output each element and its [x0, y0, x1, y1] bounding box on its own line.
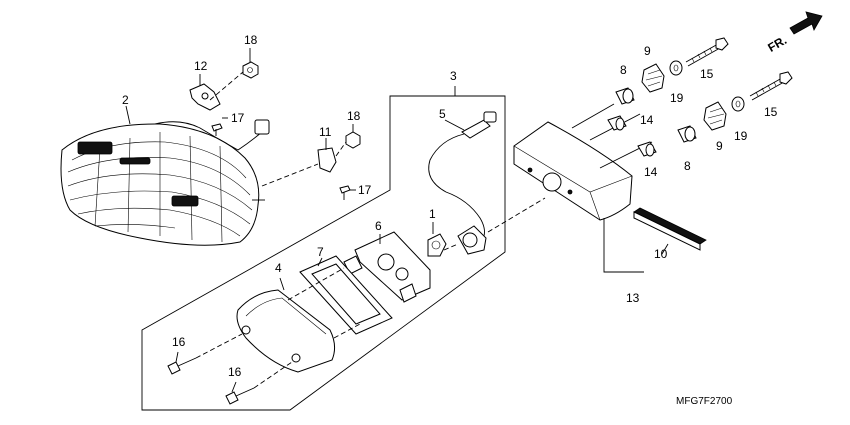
- wire-harness-5: [428, 111, 497, 237]
- callout-15-upper: 15: [700, 67, 714, 81]
- callout-2: 2: [122, 93, 129, 107]
- callout-11: 11: [319, 125, 332, 139]
- callout-6: 6: [375, 219, 382, 233]
- bulb-1: [427, 222, 447, 257]
- callout-16-upper: 16: [172, 335, 186, 349]
- nut-18-middle: [335, 124, 361, 157]
- washer-19-upper: [669, 60, 683, 76]
- callout-16-lower: 16: [228, 365, 242, 379]
- callout-7: 7: [317, 245, 324, 259]
- assembly-3-frame: [141, 86, 506, 411]
- callout-1: 1: [429, 207, 436, 221]
- drawing-code: MFG7F2700: [676, 396, 733, 407]
- callout-4: 4: [275, 261, 282, 275]
- callout-5: 5: [439, 107, 446, 121]
- callout-9-upper: 9: [644, 44, 651, 58]
- collar-14-upper: [607, 115, 627, 131]
- callout-8-lower: 8: [684, 159, 691, 173]
- callout-19-lower: 19: [734, 129, 748, 143]
- callout-17-middle: 17: [358, 183, 372, 197]
- callout-labels: 18 12 2 17 11 18 17 3 5 1 6 7 4 16 16 8 …: [122, 33, 789, 407]
- screw-17-middle: [339, 185, 356, 200]
- collar-14-lower: [637, 141, 657, 157]
- lens-cover-4: [236, 277, 336, 373]
- callout-14-lower: 14: [644, 165, 658, 179]
- screw-16-lower: [225, 361, 293, 405]
- socket-6: [343, 231, 431, 303]
- bolt-15-lower: [749, 71, 793, 101]
- housing-13: [513, 121, 644, 273]
- callout-15-lower: 15: [764, 105, 778, 119]
- callout-8-upper: 8: [620, 63, 627, 77]
- grommet-9-lower: [703, 101, 727, 131]
- washer-19-lower: [731, 96, 745, 112]
- callout-14-upper: 14: [640, 113, 654, 127]
- callout-13: 13: [626, 291, 640, 305]
- grommet-9-upper: [641, 63, 665, 93]
- bracket-11: [261, 138, 337, 187]
- bulb-socket-plug: [443, 197, 546, 255]
- pad-10: [633, 207, 707, 255]
- gasket-7: [299, 255, 393, 335]
- taillight-lens-assembly: [60, 105, 270, 246]
- callout-3: 3: [450, 69, 457, 83]
- callout-19-upper: 19: [670, 91, 684, 105]
- callout-9-lower: 9: [716, 139, 723, 153]
- callout-18-middle: 18: [347, 109, 361, 123]
- callout-12: 12: [194, 59, 208, 73]
- callout-18-upper: 18: [244, 33, 258, 47]
- nut-18-upper: [209, 48, 259, 101]
- front-direction-arrow: [789, 11, 823, 35]
- front-direction-label: FR.: [765, 33, 789, 55]
- screw-16-upper: [167, 333, 243, 375]
- callout-10: 10: [654, 247, 668, 261]
- collar-8-upper: [615, 87, 635, 105]
- stay-12: [189, 74, 221, 111]
- bolt-15-upper: [685, 37, 729, 67]
- collar-8-lower: [677, 125, 697, 143]
- screw-17-upper: [211, 117, 228, 136]
- callout-17-upper: 17: [231, 111, 245, 125]
